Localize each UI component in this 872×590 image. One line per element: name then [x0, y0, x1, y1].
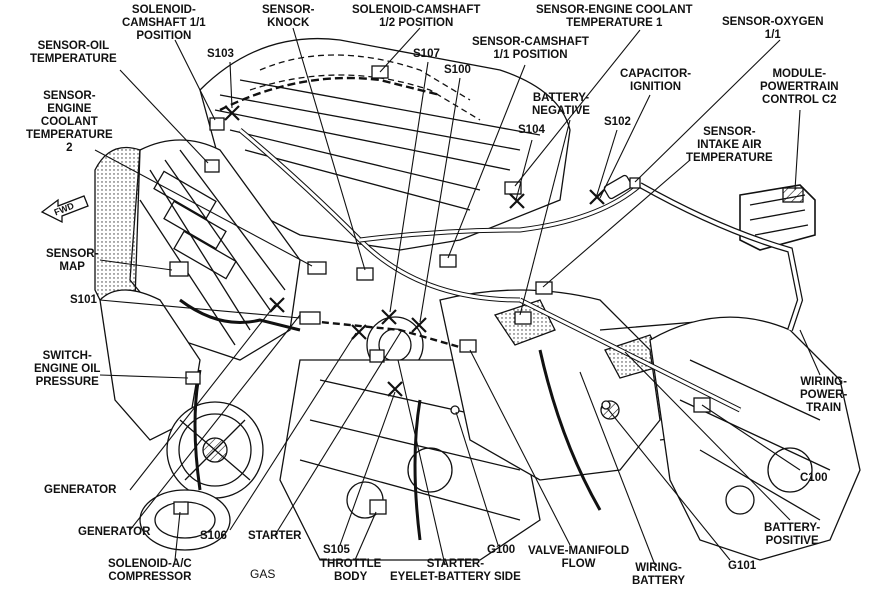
label-wiring-battery: WIRING- BATTERY	[632, 562, 686, 587]
splice-s107	[381, 309, 397, 325]
connector-s106	[369, 349, 385, 363]
connector-battery-neg	[514, 311, 532, 325]
connector-cam-11-solenoid	[209, 117, 225, 131]
label-sensor-map: SENSOR- MAP	[46, 248, 99, 273]
label-wiring-powertrain: WIRING- POWER- TRAIN	[800, 376, 848, 414]
splice-s100	[411, 317, 427, 333]
splice-s104	[509, 193, 525, 209]
label-s107: S107	[413, 48, 440, 60]
label-sensor-knock: SENSOR- KNOCK	[262, 4, 315, 29]
label-module-powertrain-control-c2: MODULE- POWERTRAIN CONTROL C2	[760, 68, 839, 106]
fwd-arrow-icon	[40, 195, 89, 224]
splice-markers	[224, 105, 605, 397]
connector-ac	[173, 501, 189, 515]
label-sensor-oxygen-1-1: SENSOR-OXYGEN 1/1	[722, 16, 824, 41]
label-g101: G101	[728, 560, 757, 572]
wiring-harness	[179, 76, 804, 541]
connector-coolant-2	[307, 261, 327, 275]
label-s100: S100	[444, 64, 471, 76]
connector-knock	[356, 267, 374, 281]
splice-s106	[351, 324, 367, 340]
label-s104: S104	[518, 124, 545, 136]
label-c100: C100	[800, 472, 828, 484]
label-g100: G100	[487, 544, 516, 556]
label-generator-1: GENERATOR	[44, 484, 117, 496]
label-s102: S102	[604, 116, 631, 128]
label-throttle-body: THROTTLE BODY	[320, 558, 382, 583]
label-sensor-engine-coolant-temp-1: SENSOR-ENGINE COOLANT TEMPERATURE 1	[536, 4, 693, 29]
label-sensor-oil-temperature: SENSOR-OIL TEMPERATURE	[30, 40, 117, 65]
engine-outline	[94, 37, 861, 561]
ground-g101	[601, 400, 611, 410]
label-capacitor-ignition: CAPACITOR- IGNITION	[620, 68, 692, 93]
connector-throttle	[369, 499, 387, 515]
label-battery-negative: BATTERY- NEGATIVE	[532, 92, 590, 117]
connector-map-sensor	[169, 261, 189, 277]
label-switch-engine-oil-pressure: SWITCH- ENGINE OIL PRESSURE	[34, 350, 101, 388]
label-valve-manifold-flow: VALVE-MANIFOLD FLOW	[528, 545, 630, 570]
label-sensor-intake-air-temperature: SENSOR- INTAKE AIR TEMPERATURE	[686, 126, 773, 164]
connector-s101	[299, 311, 321, 325]
label-s103: S103	[207, 48, 234, 60]
label-s106: S106	[200, 530, 227, 542]
label-solenoid-camshaft-1-2-position: SOLENOID-CAMSHAFT 1/2 POSITION	[352, 4, 481, 29]
label-sensor-engine-coolant-temp-2: SENSOR- ENGINE COOLANT TEMPERATURE 2	[26, 90, 113, 154]
leader-lines	[94, 27, 821, 566]
label-sensor-camshaft-1-1-position: SENSOR-CAMSHAFT 1/1 POSITION	[472, 36, 589, 61]
connector-valve-manifold	[459, 339, 477, 353]
label-starter: STARTER	[248, 530, 302, 542]
connector-oil-pressure	[185, 371, 201, 385]
label-solenoid-camshaft-1-1-position: SOLENOID- CAMSHAFT 1/1 POSITION	[122, 4, 206, 42]
connector-iat	[535, 281, 553, 295]
connector-o2	[629, 177, 641, 189]
label-generator-2: GENERATOR	[78, 526, 151, 538]
label-solenoid-ac-compressor: SOLENOID-A/C COMPRESSOR	[108, 558, 192, 583]
label-battery-positive: BATTERY- POSITIVE	[764, 522, 821, 547]
label-s105: S105	[323, 544, 350, 556]
connectors	[169, 65, 711, 515]
label-s101: S101	[70, 294, 97, 306]
splice-s103	[224, 105, 240, 121]
connector-oil-temp	[204, 159, 220, 173]
ground-g100	[450, 405, 460, 415]
label-starter-eyelet-battery-side: STARTER- EYELET-BATTERY SIDE	[390, 558, 521, 583]
splice-s105	[387, 381, 403, 397]
connector-cam-sensor	[439, 254, 457, 268]
splice-s102	[589, 189, 605, 205]
connector-coolant-1	[504, 181, 522, 195]
label-gas: GAS	[250, 567, 276, 581]
splice-s101	[269, 297, 285, 313]
